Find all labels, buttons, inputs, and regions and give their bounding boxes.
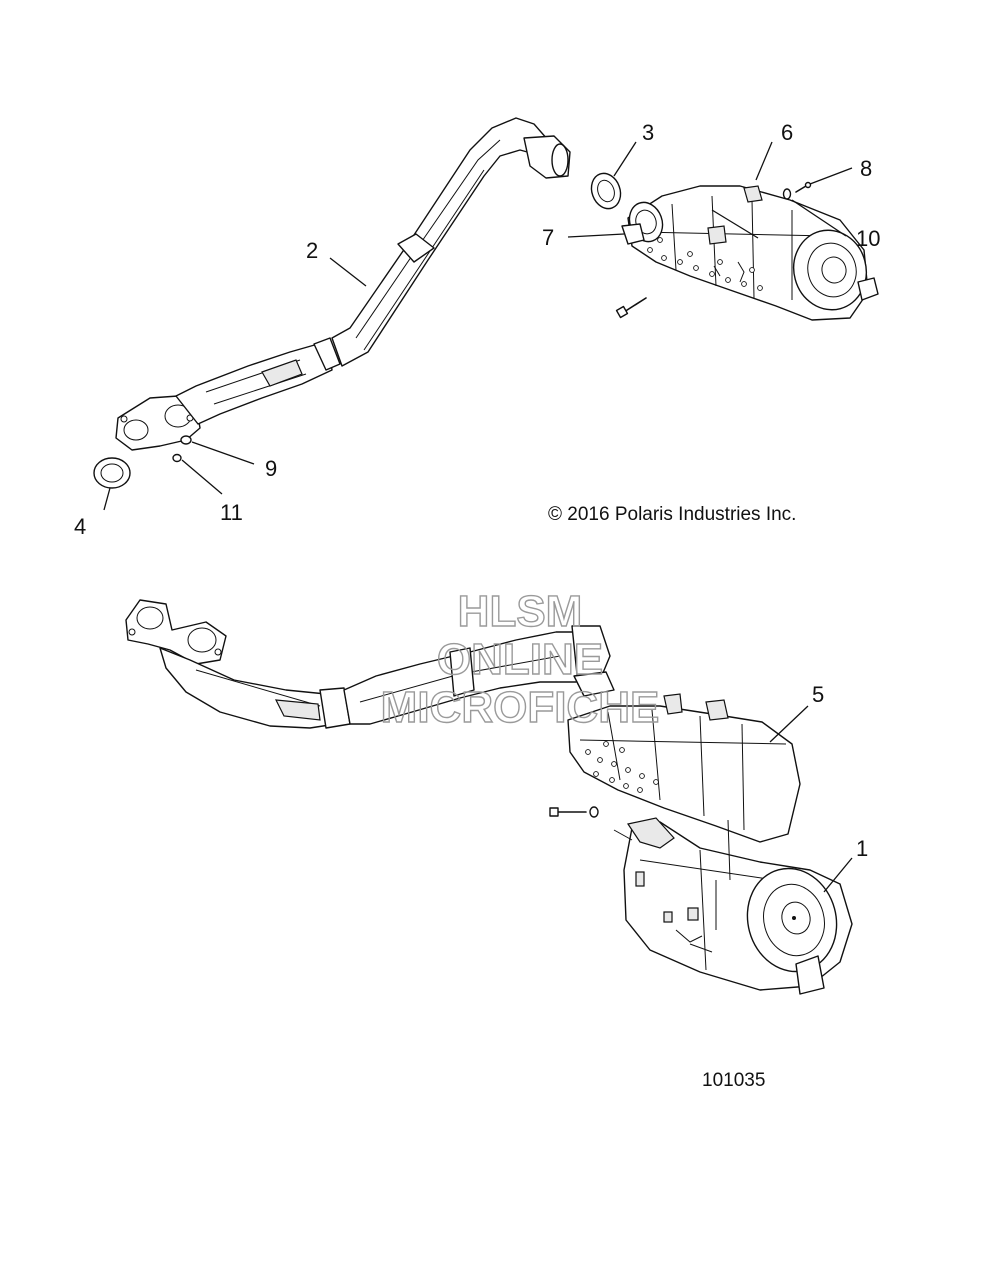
callout-10: 10 — [856, 226, 880, 251]
callout-4: 4 — [74, 514, 86, 539]
leader-lines-top — [103, 141, 853, 511]
washer-11 — [172, 453, 182, 463]
callout-8: 8 — [860, 156, 872, 181]
bolt-assembled — [549, 806, 599, 818]
callouts: 1 2 3 4 5 6 7 8 9 10 11 — [74, 120, 880, 861]
callout-3: 3 — [642, 120, 654, 145]
muffler-exploded — [627, 185, 879, 321]
callout-2: 2 — [306, 238, 318, 263]
callout-1: 1 — [856, 836, 868, 861]
gasket-3 — [590, 172, 622, 210]
callout-5: 5 — [812, 682, 824, 707]
watermark: HLSM ONLINE MICROFICHE — [380, 586, 660, 732]
heat-shield-5 — [567, 693, 801, 843]
watermark-line-1: HLSM — [458, 587, 583, 636]
callout-7: 7 — [542, 225, 554, 250]
copyright-notice: © 2016 Polaris Industries Inc. — [548, 504, 796, 525]
figure-number: 101035 — [702, 1070, 765, 1091]
callout-9: 9 — [265, 456, 277, 481]
watermark-line-3: MICROFICHE — [381, 683, 660, 732]
leader-lines-bottom — [769, 705, 853, 893]
callout-6: 6 — [781, 120, 793, 145]
gasket-4 — [93, 457, 131, 489]
screw-8 — [795, 181, 812, 193]
clamp-7 — [621, 223, 645, 245]
head-pipe-exploded — [115, 117, 571, 451]
grommet-6 — [743, 185, 763, 203]
muffler-1 — [613, 817, 853, 995]
exhaust-assembled — [125, 599, 615, 729]
washer-10 — [782, 188, 792, 200]
bolt-exploded — [615, 297, 647, 319]
watermark-line-2: ONLINE — [437, 635, 603, 684]
nut-9 — [180, 435, 192, 445]
callout-11: 11 — [220, 500, 243, 525]
